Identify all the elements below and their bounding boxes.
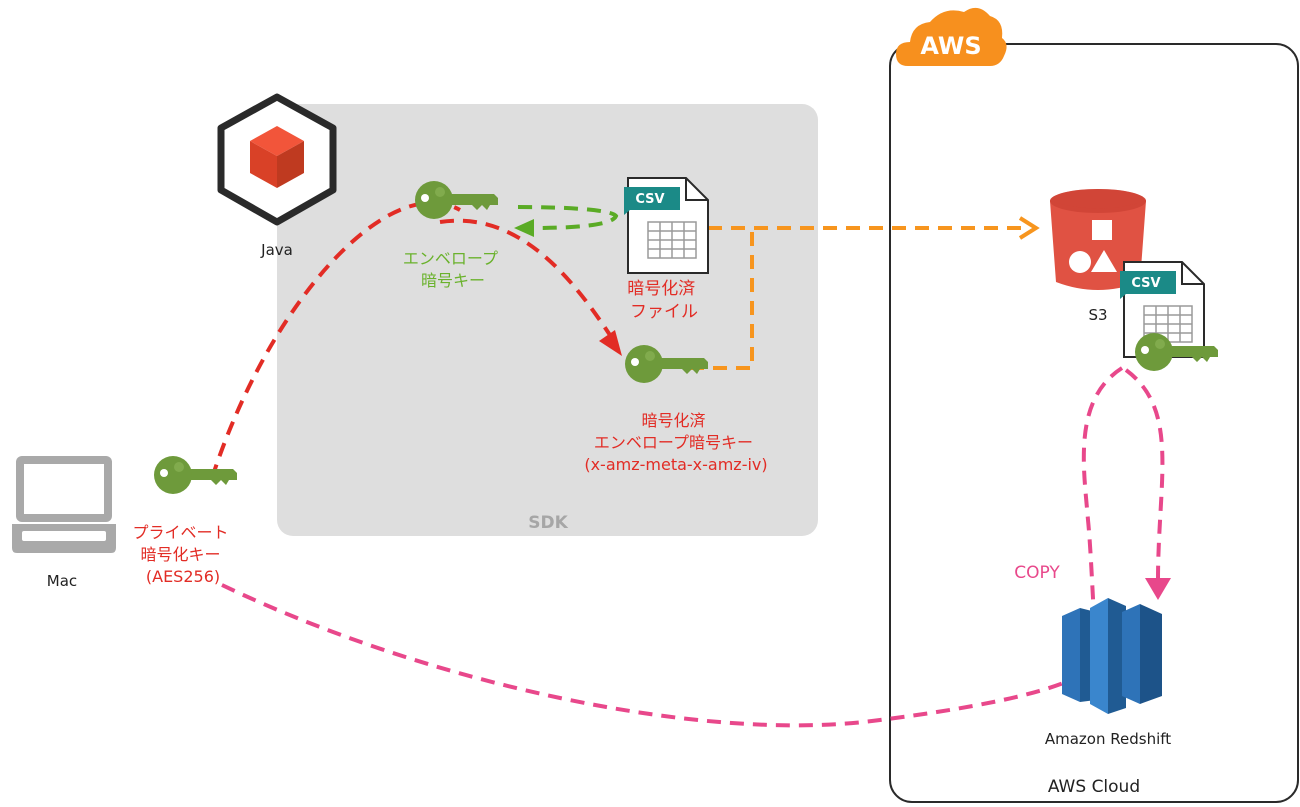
s3-bucket-icon (1050, 189, 1146, 290)
aws-cloud-icon: AWS (896, 7, 1007, 67)
aws-cloud-frame (889, 43, 1299, 803)
private-key-line: 暗号化キー (140, 545, 220, 564)
mac-label: Mac (47, 572, 77, 590)
private-key-line: (AES256) (146, 567, 220, 586)
java-label: Java (260, 241, 293, 259)
encrypted-envelope-key-line: 暗号化済 (641, 411, 705, 430)
encrypted-file-line: ファイル (630, 302, 698, 322)
laptop-icon (12, 456, 116, 553)
envelope-key-label: エンベロープ 暗号キー (403, 249, 503, 290)
encrypted-envelope-key-line: (x-amz-meta-x-amz-iv) (584, 455, 767, 474)
orange-arrowhead (1018, 216, 1040, 240)
aws-badge-label: AWS (920, 32, 981, 60)
pink-arrowhead (1145, 578, 1171, 600)
csv-tag-label: CSV (1131, 276, 1160, 291)
envelope-key-line: エンベロープ (403, 249, 498, 268)
key-icon (154, 456, 237, 494)
encrypted-key-arrowhead (599, 330, 622, 356)
private-key-to-envelope-key-arrow (210, 200, 461, 479)
encrypted-envelope-key-label: 暗号化済 エンベロープ暗号キー (x-amz-meta-x-amz-iv) (584, 411, 767, 474)
encrypted-file-line: 暗号化済 (627, 279, 695, 299)
green-arrowhead (514, 219, 534, 237)
aws-cloud-label: AWS Cloud (1048, 777, 1140, 797)
java-cube-icon (217, 93, 337, 226)
file-to-envelope-key-arrow (517, 205, 619, 230)
copy-label: COPY (1014, 563, 1060, 583)
redshift-label: Amazon Redshift (1045, 730, 1171, 748)
envelope-key-line: 暗号キー (421, 271, 485, 290)
s3-to-redshift-copy-arrow (1081, 366, 1165, 669)
envelope-key-to-encrypted-key-arrow (439, 218, 619, 348)
private-key-label: プライベート 暗号化キー (AES256) (132, 523, 233, 586)
csv-tag-label: CSV (635, 192, 664, 207)
private-key-line: プライベート (132, 523, 228, 542)
encrypted-envelope-key-line: エンベロープ暗号キー (594, 433, 753, 452)
encrypted-file-label: 暗号化済 ファイル (627, 279, 700, 322)
sdk-label: SDK (528, 513, 568, 533)
private-key-to-redshift-arrow (221, 583, 1092, 728)
s3-label: S3 (1088, 306, 1107, 324)
redshift-icon (1062, 598, 1162, 714)
